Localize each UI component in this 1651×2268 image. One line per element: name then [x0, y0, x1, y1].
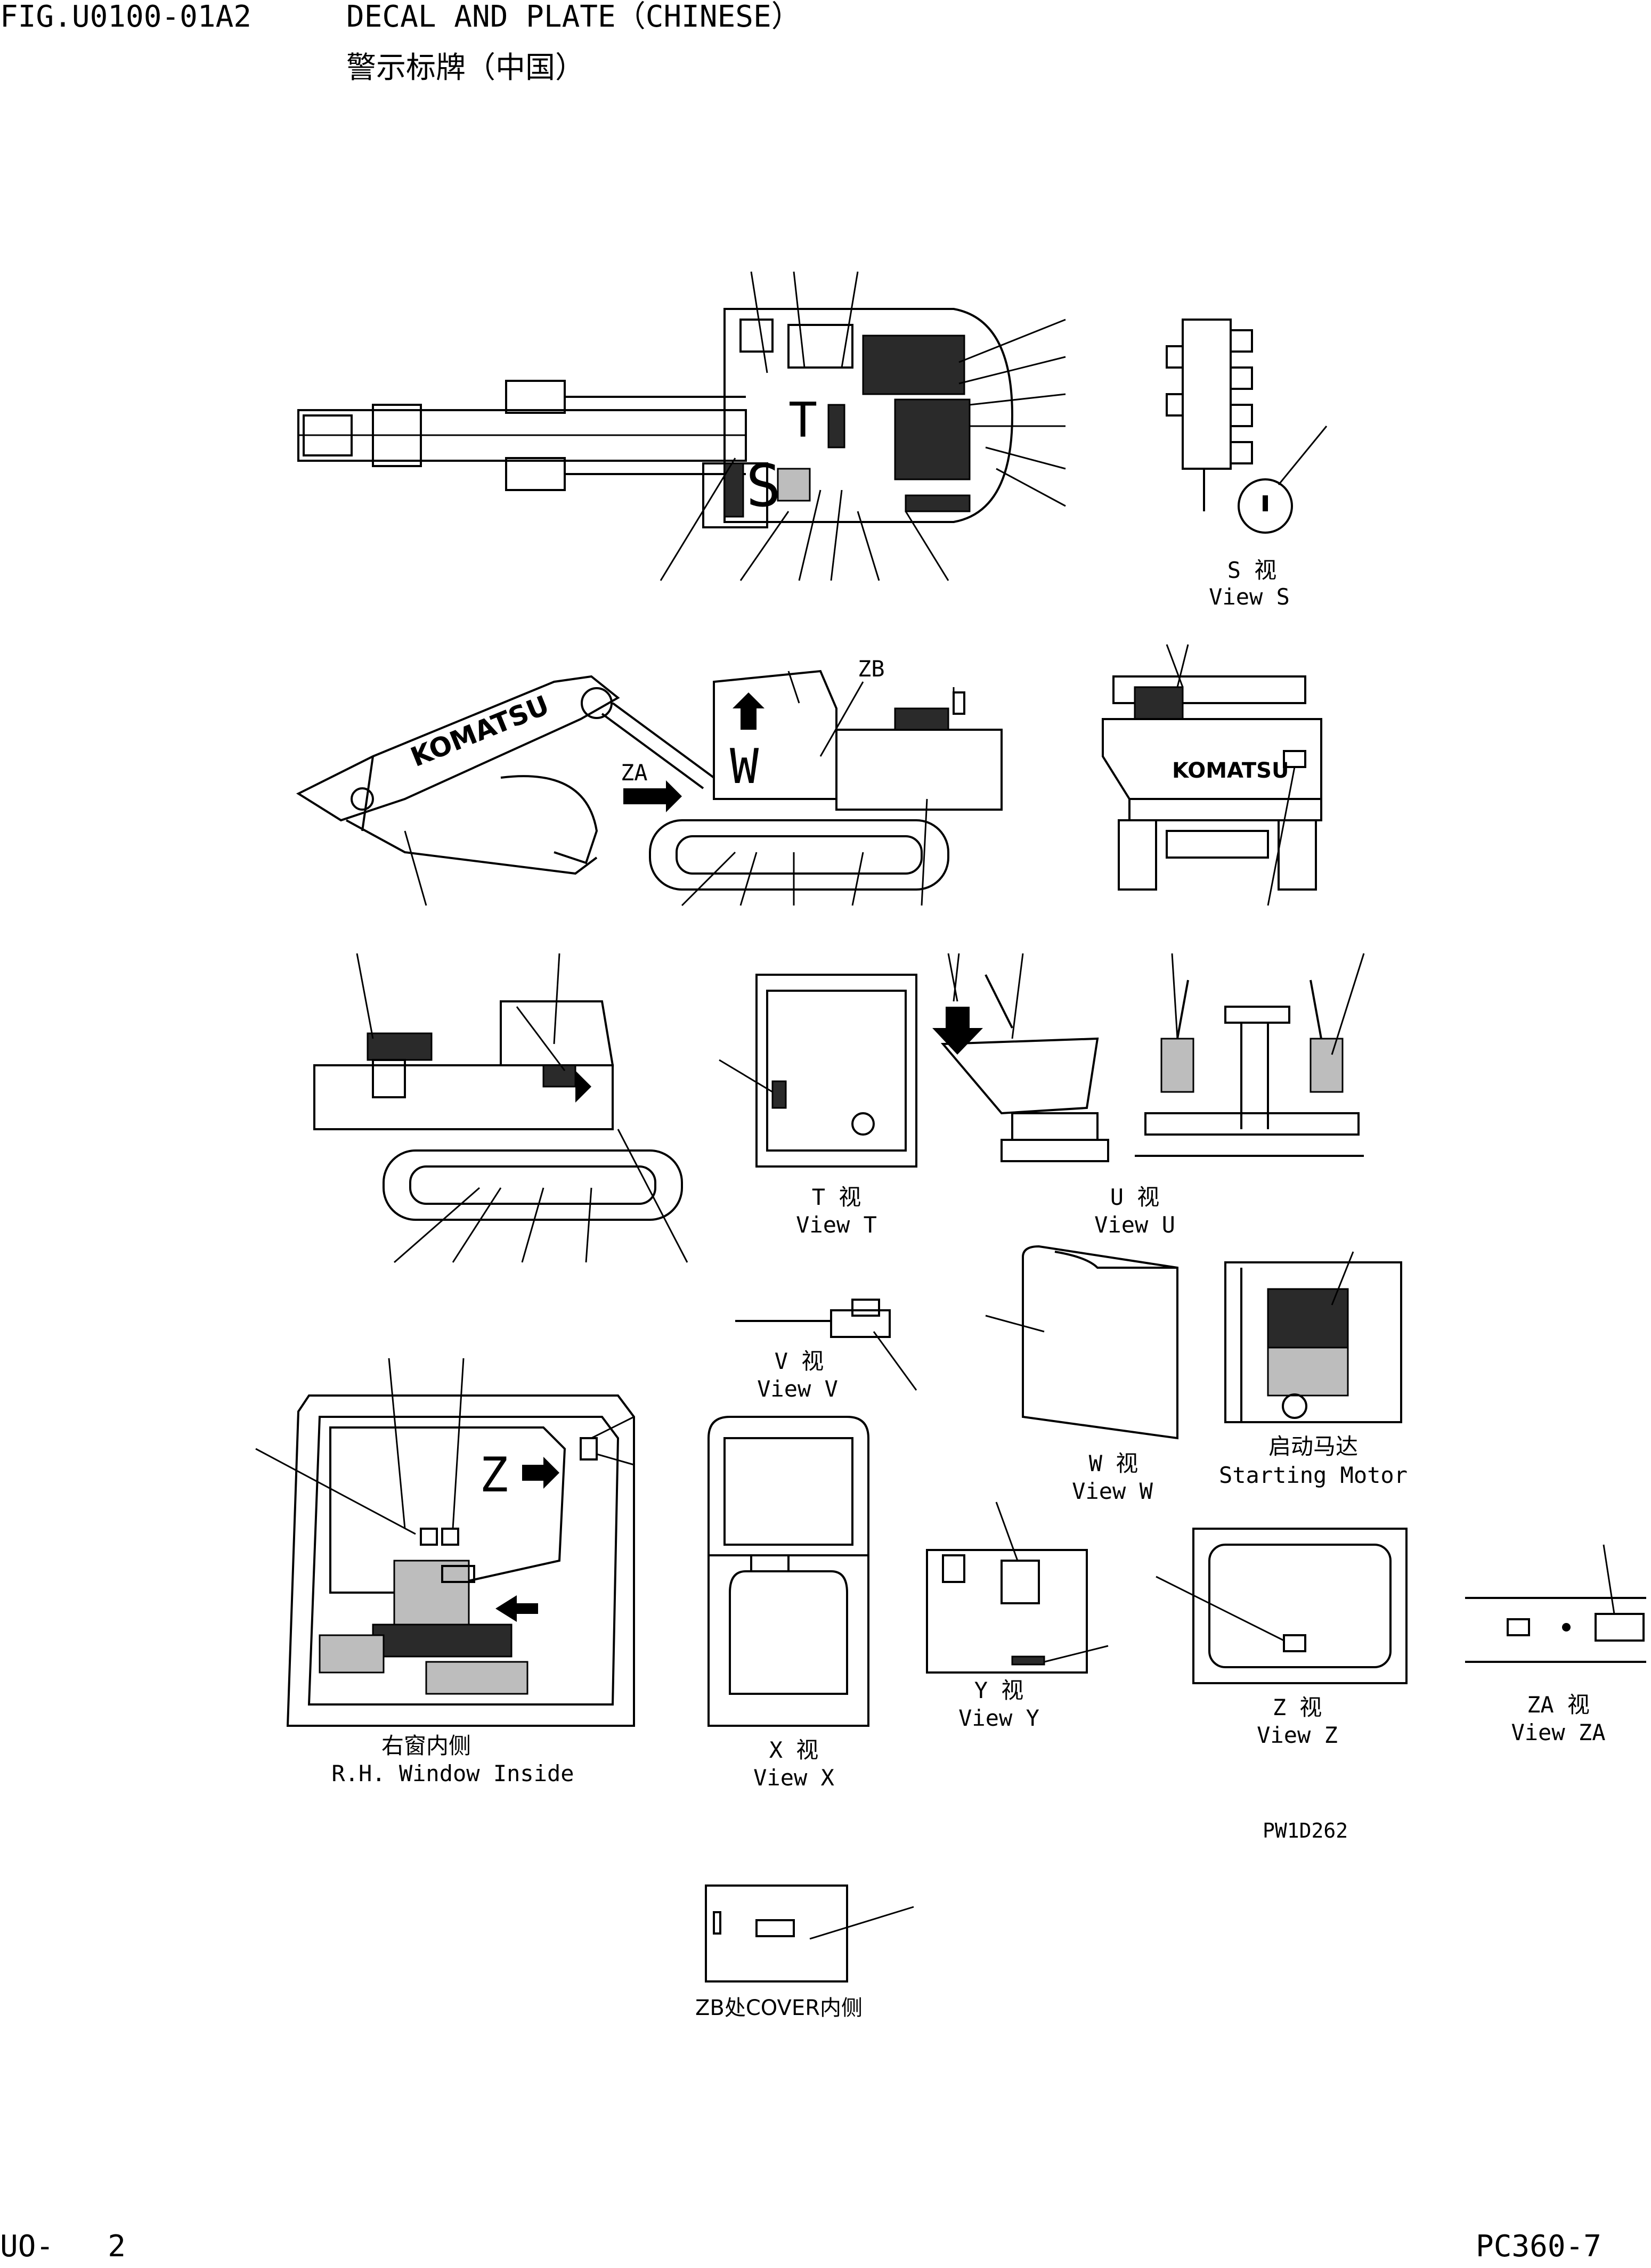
rear-brand-text: KOMATSU	[1172, 758, 1289, 783]
view-t-label-cn: T 视	[812, 1184, 861, 1210]
view-s-label-cn: S 视	[1227, 557, 1277, 583]
page-number: UO- 2	[0, 2229, 126, 2264]
view-w-label-cn: W 视	[1089, 1450, 1138, 1476]
view-v-label-en: View V	[757, 1376, 838, 1402]
rh-window-drawing: Z	[256, 1358, 634, 1726]
starting-motor-label-en: Starting Motor	[1219, 1462, 1408, 1488]
zb-cover-label: ZB处COVER内侧	[695, 1996, 863, 2020]
figure-title-chinese: 警示标牌（中国）	[346, 51, 585, 85]
view-w-label-en: View W	[1072, 1478, 1153, 1504]
callout-z: Z	[479, 1447, 508, 1503]
view-t-label-en: View T	[796, 1212, 877, 1238]
starting-motor-label-cn: 启动马达	[1268, 1433, 1358, 1459]
view-y-label-cn: Y 视	[974, 1677, 1024, 1703]
view-z-label-en: View Z	[1257, 1722, 1338, 1748]
view-za-label-cn: ZA 视	[1527, 1692, 1590, 1718]
side-view-left: KOMATSU W ZA ZB	[298, 656, 1002, 905]
view-za-drawing	[1465, 1545, 1646, 1662]
view-z-drawing	[1156, 1529, 1406, 1683]
view-u-label-en: View U	[1094, 1212, 1175, 1238]
view-z-label-cn: Z 视	[1273, 1694, 1322, 1720]
rh-window-label-cn: 右窗内侧	[381, 1733, 471, 1759]
callout-t: T	[788, 393, 817, 448]
view-v-drawing	[735, 1300, 916, 1390]
side-view-right	[314, 953, 687, 1262]
rear-view: KOMATSU	[1103, 644, 1321, 905]
figure-title-english: DECAL AND PLATE（CHINESE）	[346, 0, 801, 34]
view-y-drawing	[927, 1502, 1108, 1673]
view-s-label-en: View S	[1209, 584, 1290, 610]
view-u-drawing	[932, 953, 1364, 1161]
callout-w: W	[730, 739, 759, 795]
view-x-label-en: View X	[753, 1765, 834, 1791]
view-za-label-en: View ZA	[1511, 1719, 1605, 1745]
drawing-code: PW1D262	[1263, 1819, 1348, 1842]
view-x-label-cn: X 视	[769, 1737, 819, 1763]
view-w-drawing	[986, 1246, 1177, 1438]
boom-brand-text: KOMATSU	[406, 690, 554, 773]
callout-zb: ZB	[858, 656, 885, 682]
starting-motor-drawing	[1225, 1252, 1401, 1422]
view-s-drawing	[1167, 320, 1327, 533]
view-u-label-cn: U 视	[1110, 1184, 1160, 1210]
view-v-label-cn: V 视	[775, 1348, 824, 1374]
rh-window-label-en: R.H. Window Inside	[331, 1760, 574, 1786]
callout-s: S	[746, 452, 781, 520]
figure-number: FIG.U0100-01A2	[0, 0, 252, 34]
zb-cover-drawing	[706, 1886, 914, 1981]
view-x-drawing	[709, 1417, 868, 1726]
view-y-label-en: View Y	[958, 1705, 1039, 1731]
model-number: PC360-7	[1476, 2229, 1602, 2264]
callout-za: ZA	[621, 760, 648, 786]
top-view-machine: T S	[298, 272, 1066, 581]
view-t-drawing	[719, 975, 916, 1166]
